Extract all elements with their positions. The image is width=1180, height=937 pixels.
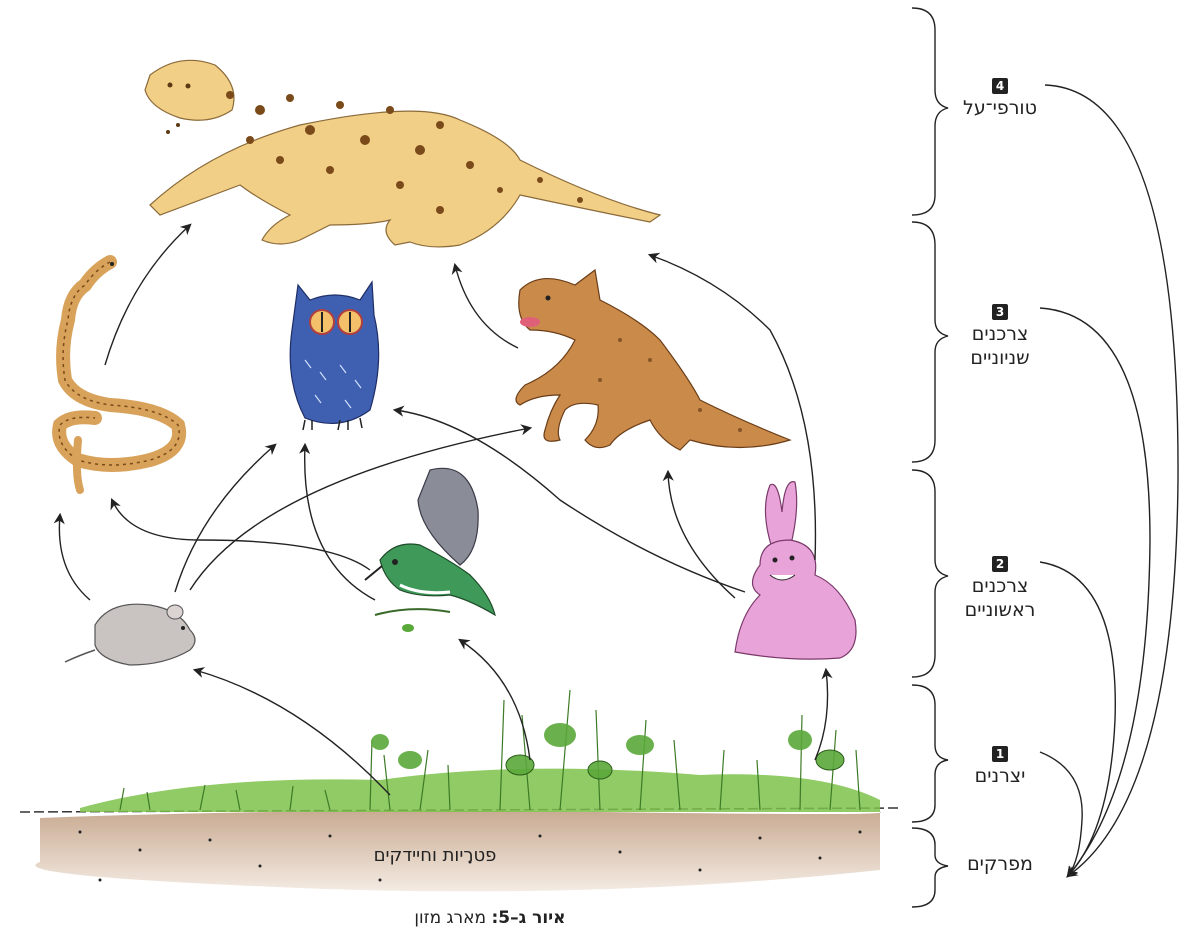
level-braces [912, 8, 948, 907]
arrow-plants-to-bird [460, 640, 530, 760]
arrow-plants-to-rabbit [815, 670, 828, 760]
level-name: צרכנים [972, 323, 1029, 345]
level-name: מפרקים [967, 853, 1033, 875]
level-number: 2 [992, 556, 1008, 572]
arrow-level3-to-decomposers [1040, 308, 1150, 876]
arrow-level2-to-decomposers [1040, 562, 1115, 876]
level-number: 1 [992, 746, 1008, 762]
arrow-mouse-to-owl [175, 445, 275, 592]
level-1-label: 1 יצרנים [955, 740, 1045, 788]
leopard-icon [145, 60, 660, 247]
level-name: שניוניים [970, 347, 1029, 369]
fox-icon [516, 270, 790, 450]
figure-caption: איור ג–5: מארג מזון [380, 908, 600, 928]
caption-title: מארג מזון [414, 908, 491, 928]
rabbit-icon [735, 482, 856, 660]
arrow-mouse-to-fox [190, 428, 530, 590]
level-3-label: 3 צרכנים שניוניים [955, 298, 1045, 370]
caption-number: איור ג–5: [491, 908, 565, 928]
bird-icon [365, 468, 495, 632]
plants-icon [80, 690, 880, 812]
level-name: טורפי־על [963, 97, 1037, 119]
arrow-snake-to-leopard [105, 225, 190, 365]
arrow-bird-to-snake [112, 500, 370, 570]
level-number: 3 [992, 304, 1008, 320]
level-number: 4 [992, 78, 1008, 94]
owl-icon [290, 282, 378, 430]
arrow-rabbit-to-fox [668, 472, 735, 598]
arrow-bird-to-owl [305, 445, 375, 600]
decomposer-arrows [1040, 85, 1178, 876]
arrow-plants-to-mouse [195, 670, 390, 795]
level-2-label: 2 צרכנים ראשוניים [955, 550, 1045, 622]
decomposers-label: מפרקים [955, 852, 1045, 876]
arrow-mouse-to-snake [59, 515, 90, 600]
level-name: ראשוניים [965, 599, 1036, 621]
snake-icon [59, 262, 179, 490]
level-name: צרכנים [972, 575, 1029, 597]
arrow-level1-to-decomposers [1040, 752, 1082, 876]
arrow-fox-to-leopard [455, 265, 518, 348]
level-name: יצרנים [975, 765, 1026, 787]
soil-label: פטריות וחיידקים [300, 845, 570, 866]
level-4-label: 4 טורפי־על [955, 72, 1045, 120]
mouse-icon [65, 604, 195, 665]
